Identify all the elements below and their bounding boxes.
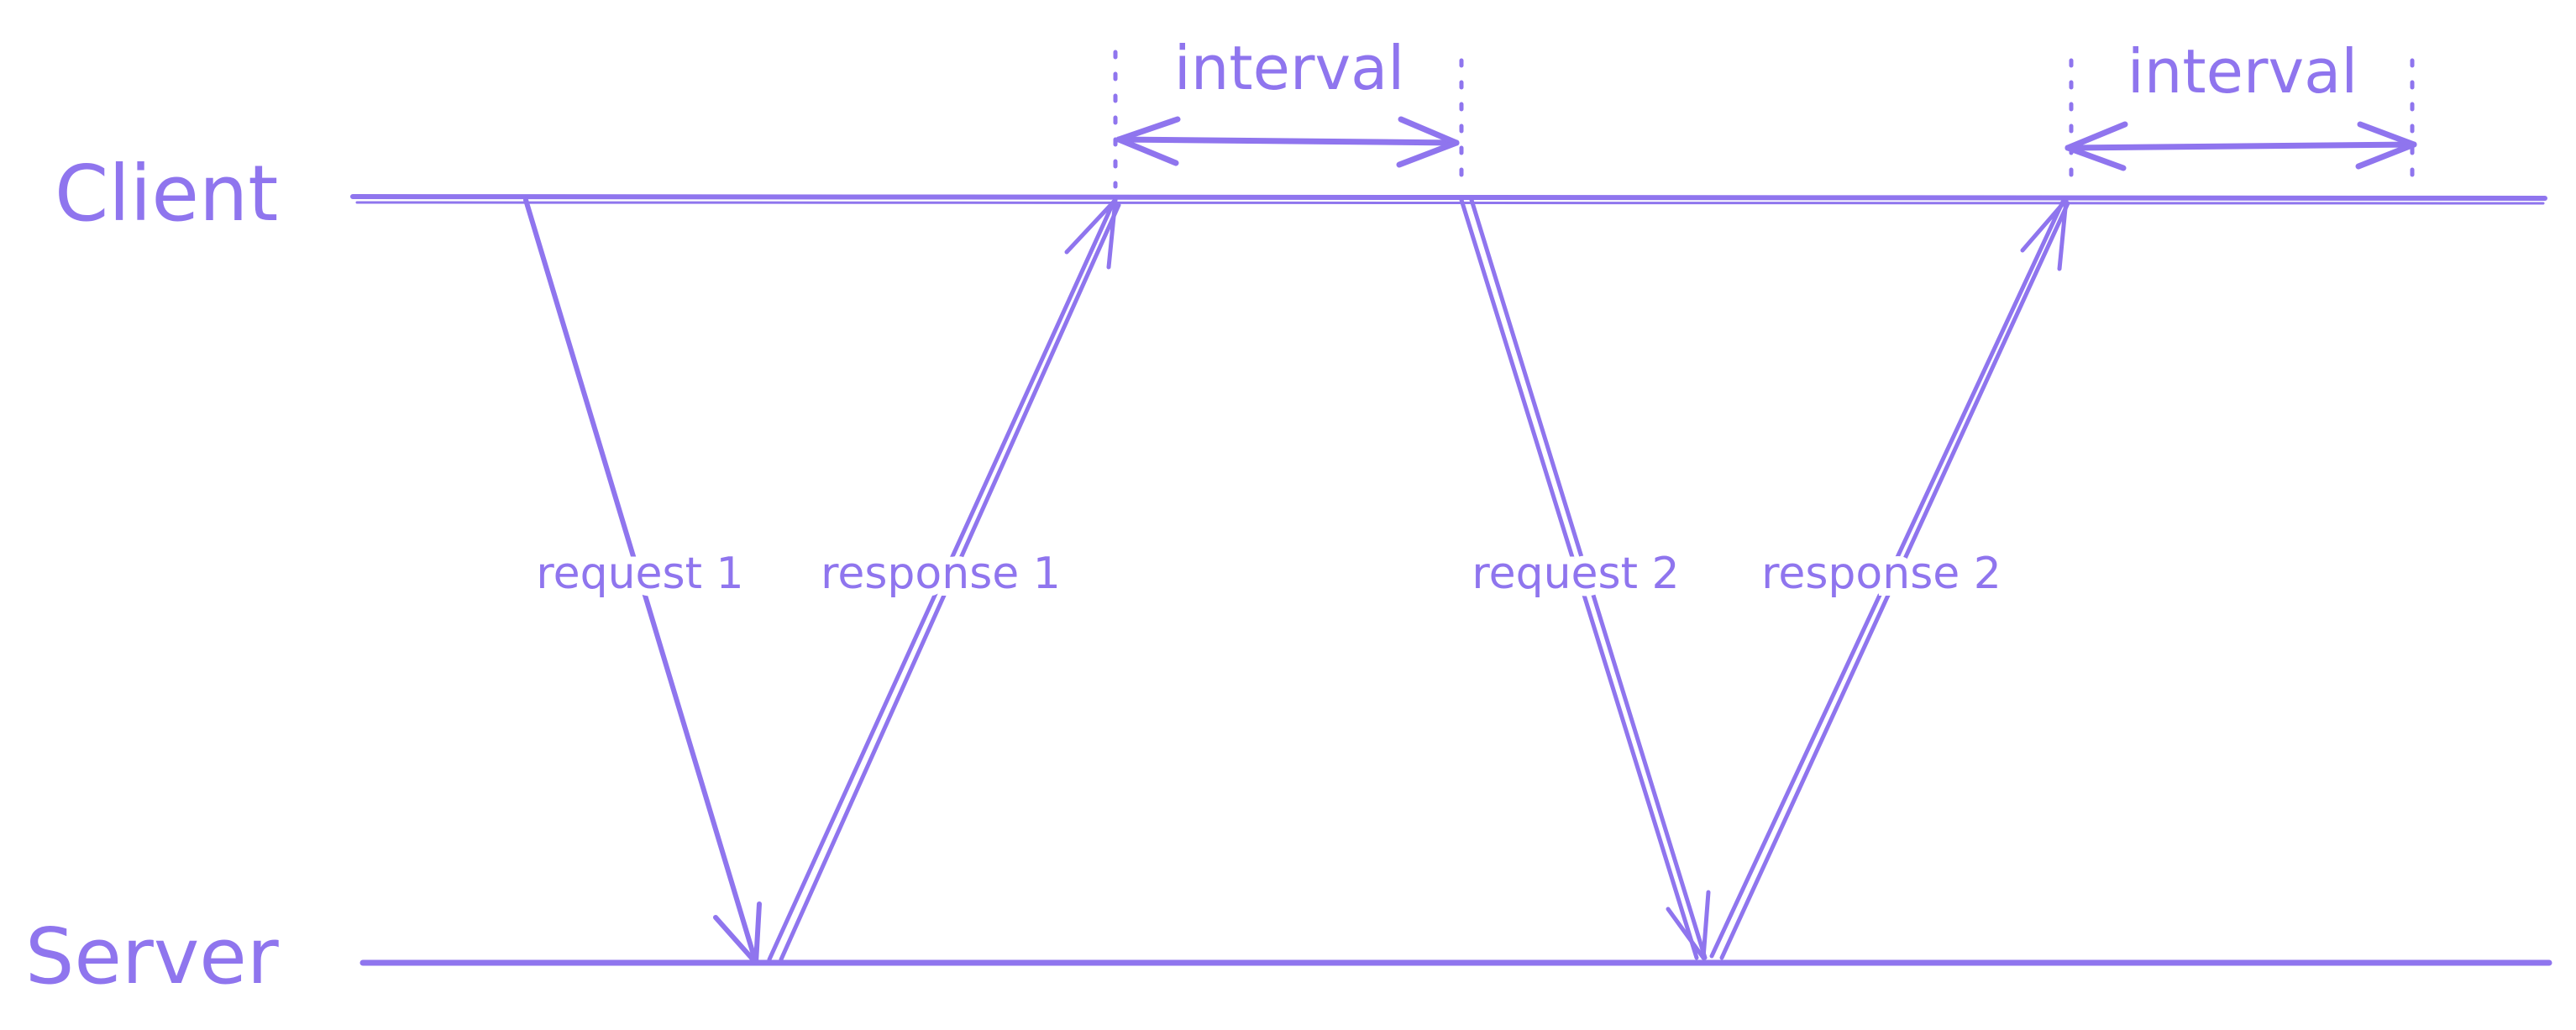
response-2-label: response 2 <box>1761 549 2002 599</box>
request-2-arrow <box>1459 197 1711 960</box>
interval-1-label: interval <box>1174 33 1405 103</box>
request-2-label: request 2 <box>1472 549 1679 599</box>
request-2-message: request 2 <box>1459 197 1711 960</box>
response-1-message: response 1 <box>767 197 1121 962</box>
interval-2-double-arrow <box>2064 121 2417 171</box>
request-1-message: request 1 <box>523 197 762 965</box>
response-1-arrow <box>767 197 1121 962</box>
request-1-label: request 1 <box>536 549 743 599</box>
server-label: Server <box>25 912 279 1001</box>
client-label: Client <box>55 149 278 239</box>
interval-2: interval <box>2064 36 2417 194</box>
response-1-label: response 1 <box>821 549 1061 599</box>
response-2-message: response 2 <box>1709 197 2070 960</box>
interval-2-label: interval <box>2127 36 2358 107</box>
client-lifeline <box>350 194 2547 205</box>
interval-1: interval <box>1113 33 1464 192</box>
request-1-arrow <box>523 197 762 965</box>
interval-1-double-arrow <box>1115 116 1460 168</box>
response-2-arrow <box>1709 197 2070 960</box>
